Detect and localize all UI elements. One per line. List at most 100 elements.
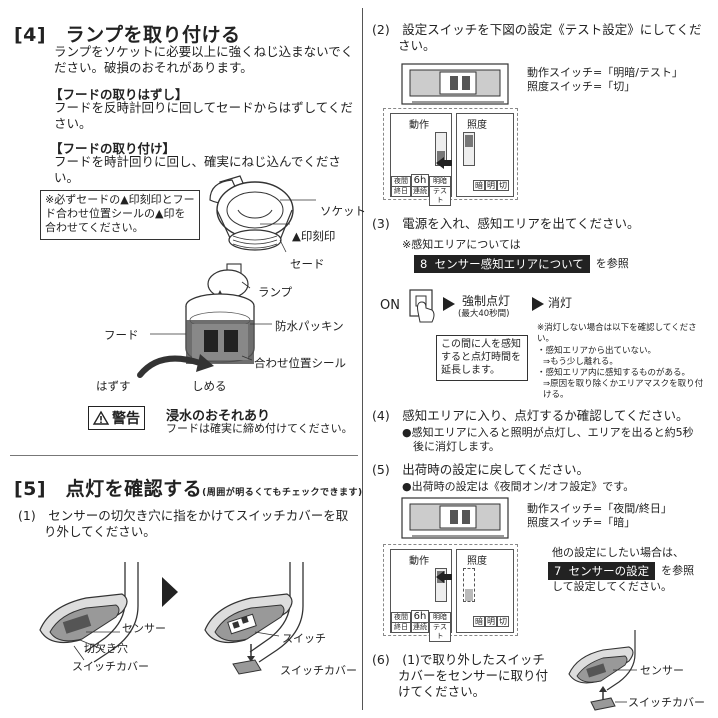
no-off-note: ※消灯しない場合は以下を確認してください。 xyxy=(537,323,697,344)
operation-switch-test: 動作 夜間 6h 明暗 終日 連続 テスト xyxy=(390,113,452,206)
max40-label: (最大40秒間) xyxy=(458,309,510,319)
test-setting-line1: 動作スイッチ=「明暗/テスト」 xyxy=(527,66,683,79)
warning-badge-text: 警告 xyxy=(112,411,140,427)
arrow-right-icon-2 xyxy=(532,297,544,311)
op2-cell-endday: 終日 xyxy=(391,622,411,633)
label-remove: はずす xyxy=(96,379,131,393)
other-setting-text2: して設定してください。 xyxy=(552,580,673,593)
ref7-num: 7 xyxy=(554,564,562,578)
hood-remove-heading: 【フードの取りはずし】 xyxy=(50,87,188,102)
step6-text: (6) (1)で取り外したスイッチカバーをセンサーに取り付けてください。 xyxy=(372,652,549,699)
hand-switch-icon xyxy=(409,289,435,323)
ref7-text: センサーの設定 xyxy=(568,564,650,578)
il2-cell-bright: 明 xyxy=(485,616,497,627)
ref-section8[interactable]: 8 センサー感知エリアについて を参照 xyxy=(414,255,629,273)
arrow-right-icon-1 xyxy=(443,297,455,311)
warning-badge: 警告 xyxy=(88,406,145,430)
ship-setting-line2: 照度スイッチ=「暗」 xyxy=(527,516,636,529)
ref8-num: 8 xyxy=(420,257,428,271)
on-label: ON xyxy=(380,298,400,313)
illuminance-slider-knob-2[interactable] xyxy=(465,589,473,601)
label-sensor-step6: センサー xyxy=(640,664,684,677)
illuminance-slider-track-2[interactable] xyxy=(463,568,475,602)
il-cell-off: 切 xyxy=(497,180,509,191)
operation-switch-ship: 動作 夜間 6h 明暗 終日 連続 テスト xyxy=(390,549,452,642)
label-hood: フード xyxy=(104,328,139,342)
label-switch-cover-left: スイッチカバー xyxy=(72,660,149,673)
ref8-text: センサー感知エリアについて xyxy=(434,257,584,271)
step3-text: (3) 電源を入れ、感知エリアを出てください。 xyxy=(372,216,640,231)
ref8-suffix: を参照 xyxy=(595,257,629,270)
op2-cell-linked: 連続 xyxy=(411,622,429,633)
other-setting-text: 他の設定にしたい場合は、 xyxy=(552,546,684,559)
warning-text: フードは確実に締め付けてください。 xyxy=(166,422,353,435)
step4-detail: ●感知エリアに入ると照明が点灯し、エリアを出ると約5秒後に消灯します。 xyxy=(402,426,694,453)
label-seal: 合わせ位置シール xyxy=(254,356,346,370)
ref8-badge: 8 センサー感知エリアについて xyxy=(414,255,590,273)
ship-setting-line1: 動作スイッチ=「夜間/終日」 xyxy=(527,502,672,515)
forced-on-label: 強制点灯 xyxy=(462,294,511,308)
illuminance-slider-track[interactable] xyxy=(463,132,475,166)
switch-box-illustration-bottom xyxy=(401,497,509,539)
section4-warning: ランプをソケットに必要以上に強くねじ込まないでください。破損のおそれがあります。 xyxy=(54,44,354,75)
section5-title-note: (周囲が明るくてもチェックできます) xyxy=(202,488,363,498)
op2-cell-test: テスト xyxy=(429,622,451,642)
step4-text: (4) 感知エリアに入り、点灯するか確認してください。 xyxy=(372,408,689,423)
label-notch: 切欠き穴 xyxy=(84,642,128,655)
illuminance-switch-ship: 照度 暗 明 切 xyxy=(456,549,514,633)
illuminance-switch-test: 照度 暗 明 切 xyxy=(456,113,514,197)
section-divider xyxy=(10,455,358,456)
pointer-arrow-icon-2 xyxy=(436,571,452,583)
label-socket: ソケット xyxy=(320,204,366,218)
label-switch-cover-right: スイッチカバー xyxy=(280,664,357,677)
off-label: 消灯 xyxy=(548,296,573,310)
section5-step1: (1) センサーの切欠き穴に指をかけてスイッチカバーを取り外してください。 xyxy=(18,508,349,539)
illuminance-label-2: 照度 xyxy=(467,556,487,567)
label-lamp: ランプ xyxy=(258,285,293,299)
op-cell-linked: 連続 xyxy=(411,186,429,197)
column-divider xyxy=(362,8,363,710)
no-off-1: ・感知エリアから出ていない。 xyxy=(537,346,657,356)
switch-panel-test: 動作 夜間 6h 明暗 終日 連続 テスト 照度 暗 明 切 xyxy=(383,108,518,206)
label-tighten: しめる xyxy=(192,379,227,393)
label-sensor-left: センサー xyxy=(122,622,166,635)
label-switch-cover-step6: スイッチカバー xyxy=(628,696,705,709)
ref7-suffix: を参照 xyxy=(661,564,695,577)
warning-title: 浸水のおそれあり xyxy=(166,409,271,424)
next-arrow-icon xyxy=(162,577,178,607)
step2-text: (2) 設定スイッチを下図の設定《テスト設定》にしてください。 xyxy=(372,22,702,53)
operation-label: 動作 xyxy=(409,120,429,131)
alignment-callout: ※必ずセードの▲印刻印とフード合わせ位置シールの▲印を合わせてください。 xyxy=(40,190,200,240)
switch-box-illustration-top xyxy=(401,63,509,105)
section4-title: [4] ランプを取り付ける xyxy=(14,24,241,46)
sensor-illustration-right xyxy=(204,562,304,675)
il-cell-dark: 暗 xyxy=(473,180,485,191)
label-shade: セード xyxy=(290,257,325,271)
section5-title-text: [5] 点灯を確認する xyxy=(14,478,203,500)
ref7-badge: 7 センサーの設定 xyxy=(548,562,656,580)
op-cell-endday: 終日 xyxy=(391,186,411,197)
operation-slider-knob[interactable] xyxy=(437,151,445,165)
label-packing: 防水パッキン xyxy=(275,319,344,333)
hood-remove-text: フードを反時計回りに回してセードからはずしてください。 xyxy=(54,100,353,131)
switch-panel-ship: 動作 夜間 6h 明暗 終日 連続 テスト 照度 暗 明 切 xyxy=(383,544,518,642)
il2-cell-off: 切 xyxy=(497,616,509,627)
op-cell-test: テスト xyxy=(429,186,451,206)
test-setting-line2: 照度スイッチ=「切」 xyxy=(527,80,636,93)
no-off-1b: ⇒もう少し離れる。 xyxy=(543,357,618,367)
ref-section7[interactable]: 7 センサーの設定 を参照 xyxy=(548,562,694,580)
section5-title: [5] 点灯を確認する(周囲が明るくてもチェックできます) xyxy=(14,474,363,501)
extend-note: この間に人を感知すると点灯時間を延長します。 xyxy=(436,335,528,381)
area-note: ※感知エリアについては xyxy=(402,238,521,251)
sensor-illustration-left xyxy=(39,562,139,663)
sensor-illustration-step6 xyxy=(568,630,637,711)
warning-triangle-icon xyxy=(92,410,110,425)
operation-label-2: 動作 xyxy=(409,556,429,567)
hood-attach-heading: 【フードの取り付け】 xyxy=(50,141,176,156)
no-off-2: ・感知エリア内に感知するものがある。 xyxy=(537,368,691,378)
illuminance-slider-knob[interactable] xyxy=(465,135,473,147)
step5-detail: ●出荷時の設定は《夜間オン/オフ設定》です。 xyxy=(402,480,635,493)
pointer-arrow-icon xyxy=(436,157,452,169)
step5-text: (5) 出荷時の設定に戻してください。 xyxy=(372,462,589,477)
illuminance-label: 照度 xyxy=(467,120,487,131)
